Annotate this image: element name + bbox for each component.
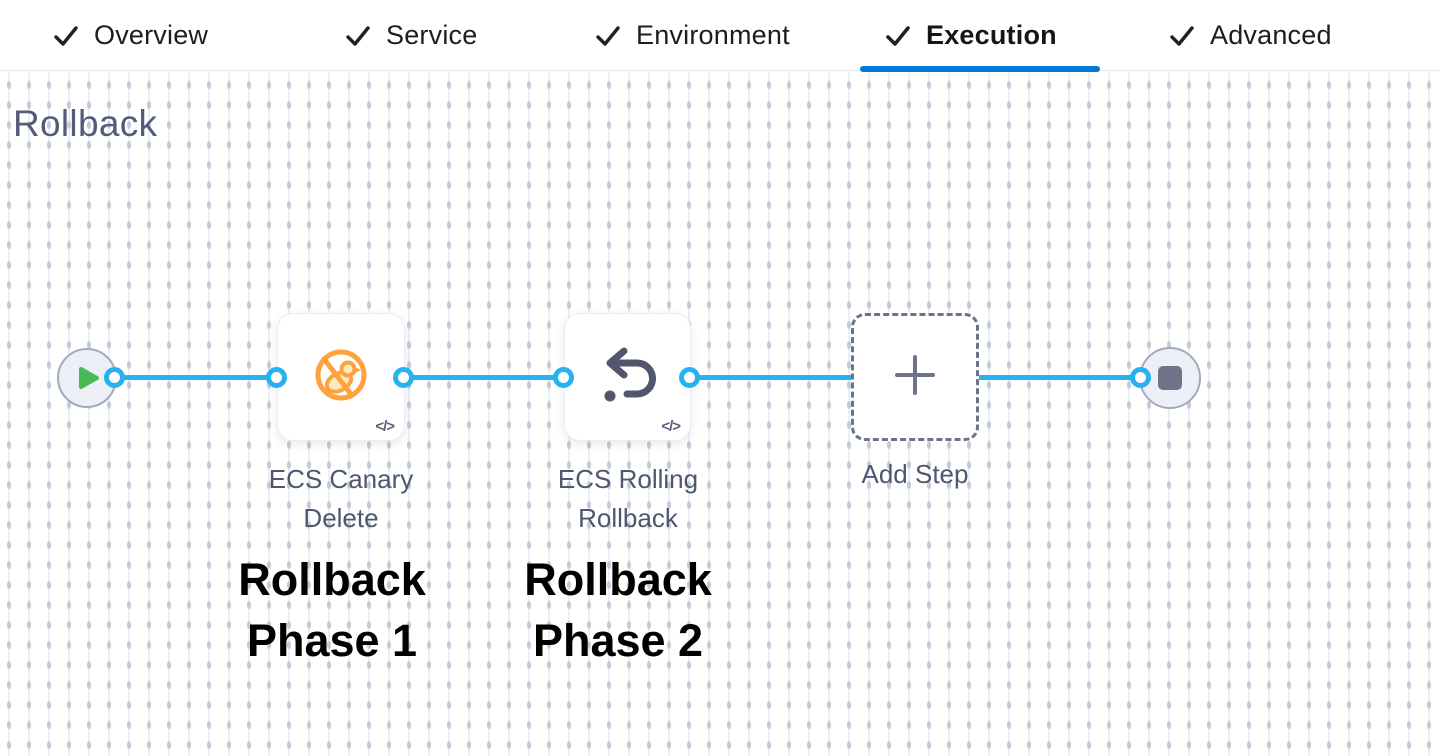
check-icon <box>1169 23 1195 49</box>
stop-icon <box>1158 366 1182 390</box>
tab-environment-label: Environment <box>636 20 790 50</box>
rollback-arrow-icon <box>597 347 659 408</box>
flow-edge <box>974 375 1146 380</box>
connector-port[interactable] <box>1130 367 1151 388</box>
connector-port[interactable] <box>266 367 287 388</box>
section-title: Rollback <box>13 103 158 144</box>
tab-service[interactable]: Service <box>345 0 477 71</box>
add-step-button[interactable] <box>851 313 979 441</box>
step-name-ecs-canary-delete: ECS Canary Delete <box>268 464 414 533</box>
step-name-ecs-rolling-rollback: ECS Rolling Rollback <box>557 464 699 533</box>
tab-advanced[interactable]: Advanced <box>1169 0 1332 71</box>
flow-edge <box>685 375 856 380</box>
tab-execution-label: Execution <box>926 20 1057 50</box>
annotation-rollback-phase-2: Rollback Phase 2 <box>524 554 712 666</box>
tab-bar: Overview Service Environment Execution A <box>0 0 1440 72</box>
tab-advanced-label: Advanced <box>1210 20 1332 50</box>
add-step-label: Add Step <box>861 459 969 489</box>
connector-port[interactable] <box>679 367 700 388</box>
check-icon <box>345 23 371 49</box>
play-icon <box>74 366 100 390</box>
step-ecs-rolling-rollback[interactable]: </> <box>564 313 691 441</box>
tab-overview[interactable]: Overview <box>53 0 208 71</box>
tab-overview-label: Overview <box>94 20 209 50</box>
flow-edge <box>110 375 282 380</box>
plus-icon <box>895 354 935 400</box>
pipeline-canvas: Rollback <box>0 71 1440 756</box>
tab-service-label: Service <box>386 20 478 50</box>
connector-port[interactable] <box>393 367 414 388</box>
flow-edge <box>399 375 569 380</box>
end-node[interactable] <box>1139 347 1201 409</box>
check-icon <box>595 23 621 49</box>
annotation-rollback-phase-1: Rollback Phase 1 <box>238 554 426 666</box>
check-icon <box>885 23 911 49</box>
connector-port[interactable] <box>104 367 125 388</box>
connector-port[interactable] <box>553 367 574 388</box>
code-icon: </> <box>661 418 681 435</box>
step-ecs-canary-delete[interactable]: </> <box>277 313 405 441</box>
tab-environment[interactable]: Environment <box>595 0 790 71</box>
tab-execution[interactable]: Execution <box>860 0 1100 72</box>
canary-delete-icon <box>313 347 369 408</box>
check-icon <box>53 23 79 49</box>
code-icon: </> <box>375 418 395 435</box>
